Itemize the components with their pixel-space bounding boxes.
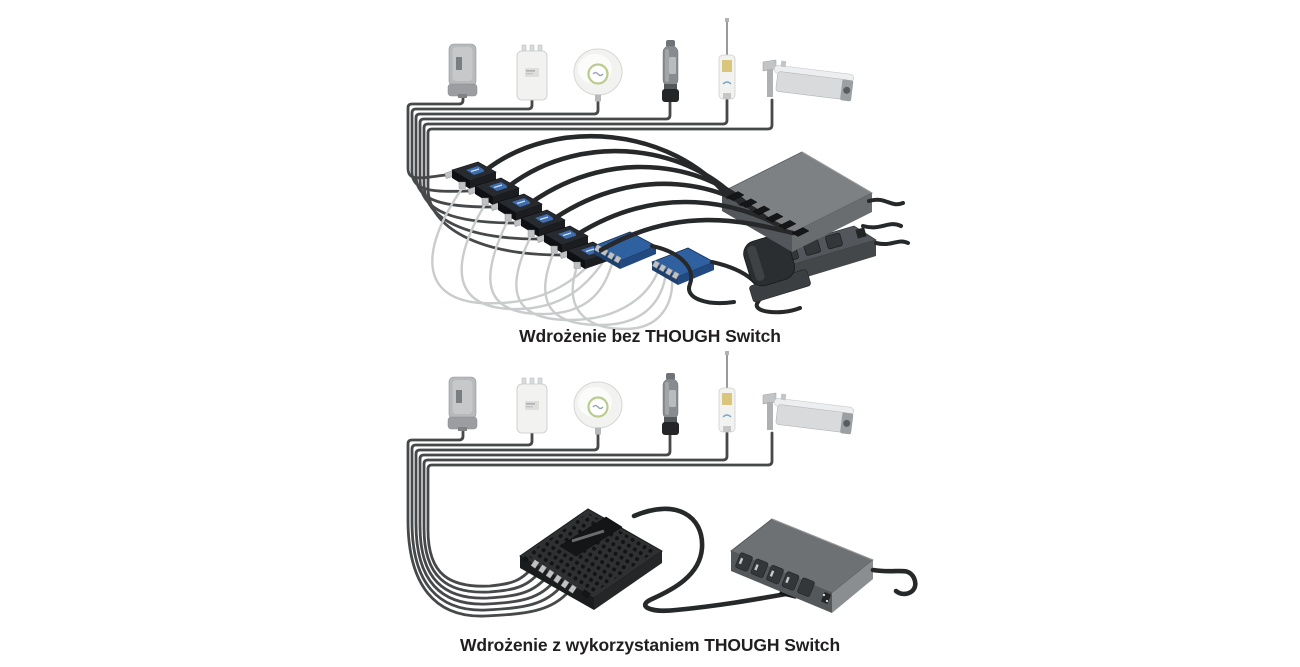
cpe-radio-icon — [447, 43, 478, 99]
power-strip-icon — [730, 518, 918, 613]
bullet-radio-icon — [661, 372, 680, 436]
though-switch-icon — [519, 508, 663, 610]
unifi-ap-icon — [572, 380, 624, 436]
caption-bottom: Wdrożenie z wykorzystaniem THOUGH Switch — [459, 635, 841, 655]
ip-camera-icon — [762, 59, 856, 102]
cpe-radio-icon — [447, 376, 478, 432]
picostation-icon — [718, 350, 736, 433]
top-diagram — [406, 17, 910, 331]
bottom-devices — [447, 350, 856, 436]
basestation-radio-icon — [516, 44, 548, 101]
ip-camera-icon — [762, 392, 856, 435]
black-patch-cables — [483, 134, 796, 253]
power-adapter-icon — [743, 234, 811, 303]
router-ports — [726, 191, 905, 237]
top-device-cables — [406, 86, 774, 257]
bottom-diagram — [406, 350, 918, 618]
unifi-ap-icon — [572, 47, 624, 103]
basestation-radio-icon — [516, 377, 548, 434]
gray-patch-cables — [431, 188, 674, 331]
blue-switch-icon — [651, 247, 715, 286]
picostation-icon — [718, 17, 736, 100]
bottom-device-cables — [406, 419, 774, 618]
top-devices — [447, 17, 856, 103]
outlet — [735, 552, 815, 597]
caption-top: Wdrożenie bez THOUGH Switch — [519, 326, 781, 346]
switch-power-cables — [650, 244, 802, 315]
bullet-radio-icon — [661, 39, 680, 103]
